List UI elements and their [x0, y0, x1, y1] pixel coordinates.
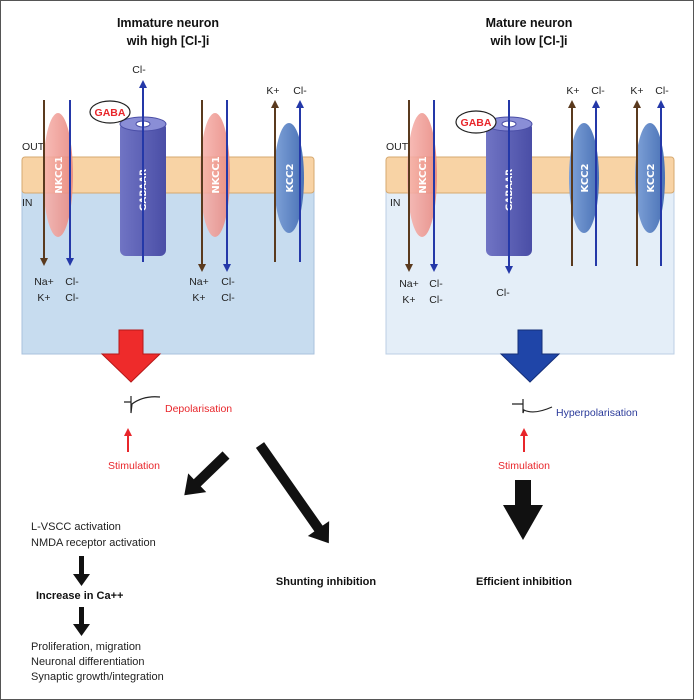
- left-final-1: Proliferation, migration: [31, 641, 141, 653]
- left-effect: Depolarisation: [165, 403, 232, 415]
- right-ion-na: Na+: [399, 278, 419, 290]
- left-down-arrow-2: [73, 607, 90, 636]
- right-kcc2-a: [569, 123, 599, 233]
- left-ion-na-a: Na+: [34, 276, 54, 288]
- left-ion-cl-a1: Cl-: [65, 276, 79, 288]
- left-kcc2-label: KCC2: [285, 163, 296, 192]
- right-kcc2-b: [635, 123, 665, 233]
- left-nkcc1-a-label: NKCC1: [54, 156, 65, 193]
- left-ion-k-b: K+: [192, 292, 205, 304]
- left-label-out: OUT: [22, 141, 45, 153]
- right-gaba-label: GABA: [461, 117, 492, 129]
- left-final-2: Neuronal differentiation: [31, 656, 145, 668]
- left-membrane: [21, 156, 315, 194]
- left-increase: Increase in Ca++: [36, 590, 123, 602]
- right-hyper-big-arrow: [499, 329, 561, 383]
- left-ion-k-a: K+: [37, 292, 50, 304]
- right-ion-cl-1: Cl-: [429, 278, 443, 290]
- right-nkcc1-label: NKCC1: [418, 156, 429, 193]
- left-nkcc1-a: [43, 113, 73, 237]
- right-title-line2: wih low [Cl-]i: [489, 34, 567, 48]
- right-stimulation: Stimulation: [498, 460, 550, 472]
- right-kcc2-b-k: K+: [630, 85, 643, 97]
- right-hyper-trace: [512, 399, 553, 414]
- left-shunting: Shunting inhibition: [276, 576, 376, 588]
- left-diag-arrow-1: [184, 451, 230, 496]
- right-ion-k: K+: [402, 294, 415, 306]
- left-diag-arrow-2: [255, 442, 330, 544]
- right-effect: Hyperpolarisation: [556, 407, 638, 419]
- left-label-in: IN: [22, 197, 33, 209]
- left-panel: Immature neuron wih high [Cl-]i OUT IN N…: [21, 16, 376, 683]
- left-depol-big-arrow: [100, 329, 162, 383]
- right-kcc2-b-cl: Cl-: [655, 85, 669, 97]
- right-label-out: OUT: [386, 141, 409, 153]
- left-final-3: Synaptic growth/integration: [31, 671, 164, 683]
- left-gaba-ligand: [89, 100, 131, 124]
- left-outcome-2: NMDA receptor activation: [31, 537, 156, 549]
- right-kcc2-a-k: K+: [566, 85, 579, 97]
- left-title-line2: wih high [Cl-]i: [126, 34, 210, 48]
- right-kcc2-b-label: KCC2: [646, 163, 657, 192]
- right-kcc2-a-cl: Cl-: [591, 85, 605, 97]
- right-title-line1: Mature neuron: [486, 16, 573, 30]
- left-title-line1: Immature neuron: [117, 16, 219, 30]
- right-panel: Mature neuron wih low [Cl-]i OUT IN NKCC…: [385, 16, 675, 588]
- left-depol-trace: [124, 396, 161, 414]
- right-kcc2-a-label: KCC2: [580, 163, 591, 192]
- left-ion-cl-a2: Cl-: [65, 292, 79, 304]
- right-nkcc1: [407, 113, 437, 237]
- right-label-in: IN: [390, 197, 401, 209]
- left-nkcc1-b-label: NKCC1: [211, 156, 222, 193]
- right-cl-bottom: Cl-: [496, 287, 510, 299]
- right-gaba-ligand: [455, 110, 497, 134]
- left-outcome-1: L-VSCC activation: [31, 521, 121, 533]
- left-kcc2-cl: Cl-: [293, 85, 307, 97]
- right-efficient: Efficient inhibition: [476, 576, 572, 588]
- left-down-arrow-1: [73, 556, 90, 586]
- left-nkcc1-b: [200, 113, 230, 237]
- left-cl-top: Cl-: [132, 64, 146, 76]
- right-down-arrow: [503, 480, 543, 540]
- left-kcc2-k: K+: [266, 85, 279, 97]
- right-ion-cl-2: Cl-: [429, 294, 443, 306]
- left-kcc2: [274, 123, 304, 233]
- left-gaba-label: GABA: [95, 107, 126, 119]
- left-ion-na-b: Na+: [189, 276, 209, 288]
- left-ion-cl-b2: Cl-: [221, 292, 235, 304]
- left-stimulation: Stimulation: [108, 460, 160, 472]
- left-ion-cl-b1: Cl-: [221, 276, 235, 288]
